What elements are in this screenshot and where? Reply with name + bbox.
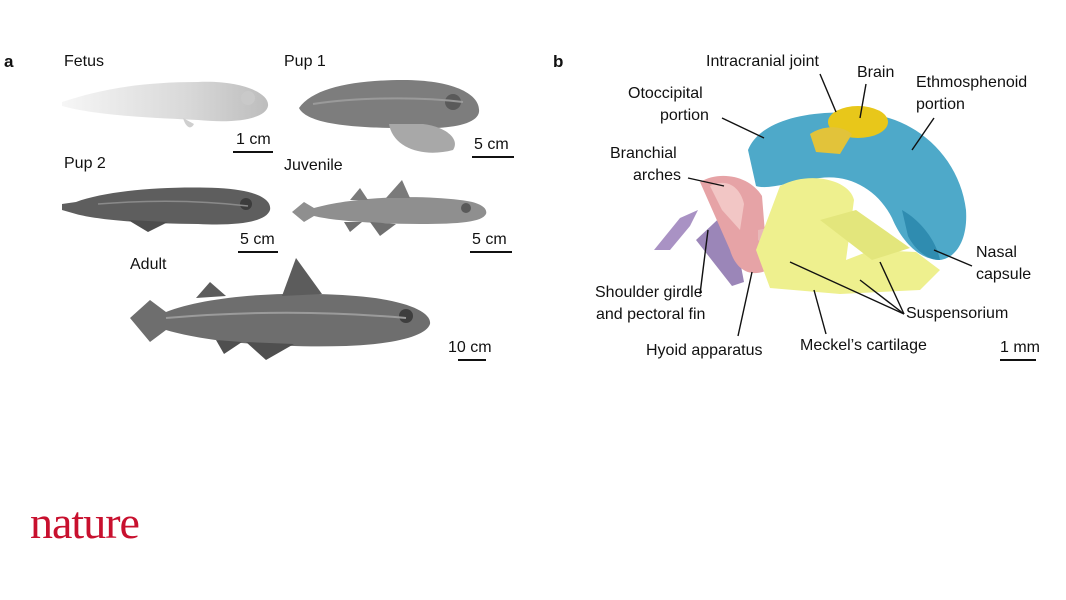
shoulder-girdle-shape <box>654 210 698 250</box>
intracranial-joint-label: Intracranial joint <box>706 53 819 70</box>
panel-b-scale-bar <box>1000 359 1036 361</box>
adult-label: Adult <box>130 256 167 273</box>
otoccipital-label-2: portion <box>660 107 709 124</box>
nature-logo: nature <box>30 497 140 548</box>
fetus-label: Fetus <box>64 53 105 70</box>
adult-scale-bar <box>458 359 486 361</box>
nasal-label-1: Nasal <box>976 244 1017 261</box>
meckels-label: Meckel’s cartilage <box>800 337 927 354</box>
shoulder-label-2: and pectoral fin <box>596 306 706 323</box>
pup1-image <box>299 80 480 153</box>
panel-a-letter: a <box>4 52 14 71</box>
pup1-scale-label: 5 cm <box>474 136 509 153</box>
branchial-label-1: Branchial <box>610 145 677 162</box>
fetus-scale-label: 1 cm <box>236 131 271 148</box>
pup2-image <box>62 187 271 232</box>
pup2-label: Pup 2 <box>64 155 106 172</box>
pup2-scale-label: 5 cm <box>240 231 275 248</box>
branchial-arches-shape <box>700 175 768 274</box>
panel-b-letter: b <box>553 52 564 71</box>
nasal-label-2: capsule <box>976 266 1032 283</box>
pup2-scale-bar <box>238 251 278 253</box>
fetus-scale-bar <box>233 151 273 153</box>
juvenile-label: Juvenile <box>284 157 343 174</box>
shoulder-label-1: Shoulder girdle <box>595 284 703 301</box>
pup1-scale-bar <box>472 156 514 158</box>
juvenile-scale-bar <box>470 251 512 253</box>
juvenile-image <box>292 180 487 236</box>
fetus-image <box>62 81 269 128</box>
branchial-label-2: arches <box>633 167 682 184</box>
hyoid-label: Hyoid apparatus <box>646 342 763 359</box>
ethmosphenoid-label-2: portion <box>916 96 965 113</box>
brain-label: Brain <box>857 64 895 81</box>
adult-image <box>130 258 431 360</box>
panel-b-scale-label: 1 mm <box>1000 339 1040 356</box>
suspensorium-label: Suspensorium <box>906 305 1009 322</box>
ethmosphenoid-label-1: Ethmosphenoid <box>916 74 1028 91</box>
juvenile-scale-label: 5 cm <box>472 231 507 248</box>
adult-scale-label: 10 cm <box>448 339 492 356</box>
pup1-label: Pup 1 <box>284 53 326 70</box>
otoccipital-label-1: Otoccipital <box>628 85 703 102</box>
